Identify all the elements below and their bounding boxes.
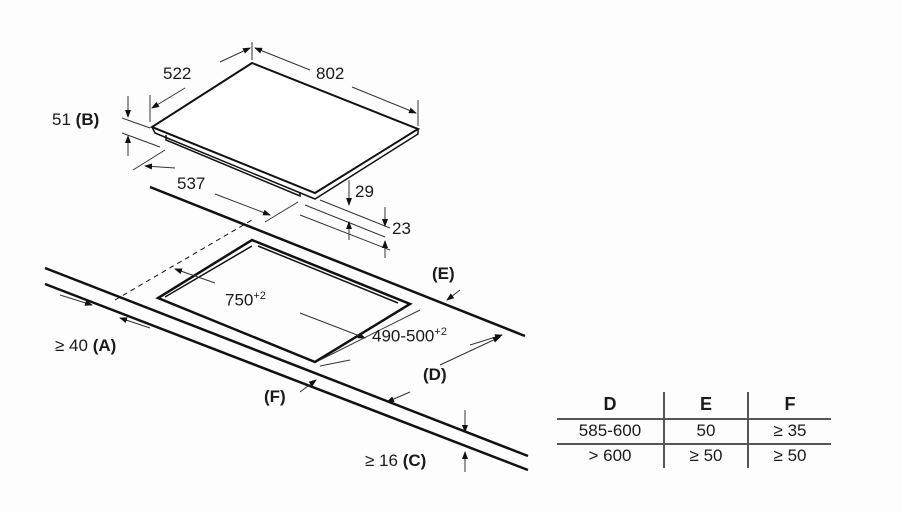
dim-a: ≥ 40 (A) bbox=[55, 337, 116, 354]
label-d: (D) bbox=[423, 365, 447, 384]
cell: 585-600 bbox=[557, 419, 664, 445]
countertop-back-edge bbox=[149, 185, 526, 338]
dim-inner-depth: 537 bbox=[177, 174, 206, 193]
header-e: E bbox=[663, 392, 748, 420]
hob-top bbox=[149, 61, 421, 195]
dim-c: ≥ 16 (C) bbox=[365, 452, 426, 469]
dim-cutout-width: 750+2 bbox=[225, 291, 266, 309]
cell: ≥ 50 bbox=[747, 444, 831, 468]
dim-b: 51 (B) bbox=[52, 111, 99, 128]
countertop-front-edge bbox=[44, 266, 529, 458]
cutout-outline bbox=[155, 238, 413, 364]
dim-hob-width: 802 bbox=[316, 64, 345, 83]
cell: > 600 bbox=[588, 446, 632, 465]
dim-c-tag: (C) bbox=[402, 451, 427, 470]
cutout-width-value: 750 bbox=[225, 290, 254, 310]
table-row: 585-600 50 ≥ 35 bbox=[557, 419, 831, 445]
cutout-width-tol: +2 bbox=[253, 290, 266, 302]
dim-b-tag: (B) bbox=[75, 110, 100, 129]
dim-c-value: ≥ 16 bbox=[365, 451, 398, 470]
dim-b-value: 51 bbox=[52, 110, 71, 129]
header-d: D bbox=[557, 392, 664, 420]
cutout-depth-value: 490-500 bbox=[372, 326, 435, 346]
dim-a-tag: (A) bbox=[92, 336, 117, 355]
dim-hob-depth: 522 bbox=[163, 64, 192, 83]
countertop-front-lower bbox=[44, 282, 529, 472]
hob-base bbox=[165, 135, 301, 198]
label-f: (F) bbox=[264, 387, 286, 406]
header-f: F bbox=[747, 392, 831, 420]
table-header: D E F bbox=[557, 392, 831, 420]
clearance-table: D E F 585-600 50 ≥ 35 > 600 ≥ 50 ≥ 50 bbox=[557, 392, 831, 468]
dim-bottom-height: 23 bbox=[392, 219, 411, 238]
cutout-depth-tol: +2 bbox=[434, 326, 447, 338]
dim-a-value: ≥ 40 bbox=[55, 336, 88, 355]
cell: 50 bbox=[663, 419, 748, 445]
cell: ≥ 35 bbox=[747, 419, 831, 445]
cell: ≥ 50 bbox=[663, 444, 748, 468]
table-row: > 600 ≥ 50 ≥ 50 bbox=[557, 444, 831, 468]
dim-cutout-depth: 490-500+2 bbox=[372, 327, 447, 345]
label-e: (E) bbox=[432, 264, 455, 283]
hob-edge bbox=[151, 126, 419, 200]
dim-front-height: 29 bbox=[355, 182, 374, 201]
